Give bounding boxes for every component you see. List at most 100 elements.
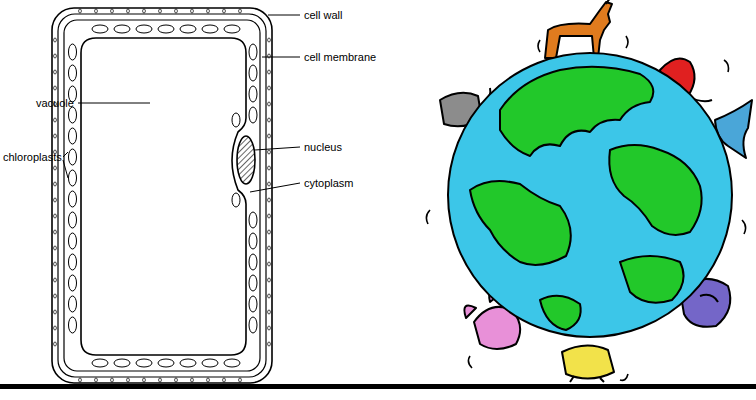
- vacuole-outline: [81, 38, 246, 355]
- wall-speck: [268, 134, 271, 138]
- chloroplast: [232, 193, 240, 207]
- wall-speck: [143, 9, 146, 13]
- wall-speck: [54, 214, 57, 218]
- wall-speck: [54, 54, 57, 58]
- wall-speck: [159, 378, 162, 382]
- wall-speck: [191, 378, 194, 382]
- chloroplast: [114, 359, 130, 367]
- wall-speck: [239, 9, 242, 13]
- wall-speck: [268, 214, 271, 218]
- chloroplast: [249, 86, 257, 102]
- wall-speck: [127, 9, 130, 13]
- yellow-creature: [562, 345, 614, 382]
- wall-speck: [54, 310, 57, 314]
- leader-lines: [63, 15, 300, 192]
- leader-line: [78, 103, 150, 104]
- chloroplast: [249, 296, 257, 312]
- chloroplast: [69, 296, 77, 312]
- chloroplast: [92, 359, 108, 367]
- wall-speck: [54, 230, 57, 234]
- wall-speck: [79, 9, 82, 13]
- chloroplast: [249, 212, 257, 228]
- chloroplast: [249, 254, 257, 270]
- chloroplast: [224, 359, 240, 367]
- wall-speck: [268, 102, 271, 106]
- wall-speck: [143, 378, 146, 382]
- wall-speck: [239, 378, 242, 382]
- wall-speck: [207, 378, 210, 382]
- wall-speck: [175, 9, 178, 13]
- chloroplast: [202, 25, 218, 33]
- chloroplast: [249, 275, 257, 291]
- wall-speck: [127, 378, 130, 382]
- bottom-rule: [0, 384, 756, 389]
- wall-speck: [54, 118, 57, 122]
- chloroplast: [136, 25, 152, 33]
- wall-speck: [54, 86, 57, 90]
- chloroplast: [180, 359, 196, 367]
- leader-line: [63, 152, 68, 157]
- chloroplast: [92, 25, 108, 33]
- part-label: nucleus: [304, 141, 342, 154]
- chloroplast: [158, 359, 174, 367]
- leader-line: [268, 15, 300, 16]
- wall-speck: [111, 378, 114, 382]
- leader-line: [250, 183, 300, 192]
- wall-speck: [54, 70, 57, 74]
- wall-speck: [268, 118, 271, 122]
- wall-speck: [54, 134, 57, 138]
- wall-speck: [268, 310, 271, 314]
- chloroplast: [136, 359, 152, 367]
- wall-speck: [159, 9, 162, 13]
- wall-speck: [268, 246, 271, 250]
- chloroplast: [69, 275, 77, 291]
- chloroplast: [249, 65, 257, 81]
- wall-speck: [268, 70, 271, 74]
- wall-speck: [268, 342, 271, 346]
- chloroplast: [69, 65, 77, 81]
- wall-speck: [79, 378, 82, 382]
- chloroplast: [69, 317, 77, 333]
- continents: [470, 67, 702, 330]
- part-label: cell wall: [304, 9, 343, 22]
- chloroplast: [69, 149, 77, 165]
- chloroplast: [69, 128, 77, 144]
- plant-cell: [52, 8, 272, 383]
- wall-speck: [191, 9, 194, 13]
- wall-speck: [54, 294, 57, 298]
- deer: [545, 0, 612, 58]
- chloroplast: [249, 317, 257, 333]
- chloroplast: [202, 359, 218, 367]
- wall-speck: [268, 230, 271, 234]
- part-label: vacuole: [36, 97, 74, 110]
- wall-speck: [268, 182, 271, 186]
- wall-speck: [175, 378, 178, 382]
- chloroplast: [180, 25, 196, 33]
- chloroplast: [69, 233, 77, 249]
- chloroplast: [249, 233, 257, 249]
- part-label: cell membrane: [304, 51, 376, 64]
- wall-speck: [54, 342, 57, 346]
- chloroplast-group: [69, 25, 258, 367]
- wall-speck: [268, 166, 271, 170]
- wall-speck: [268, 150, 271, 154]
- chloroplast: [249, 44, 257, 60]
- chloroplast: [69, 44, 77, 60]
- chloroplast: [249, 107, 257, 123]
- part-label: chloroplasts: [3, 151, 62, 164]
- chloroplast: [232, 113, 240, 127]
- wall-speck: [268, 198, 271, 202]
- wall-speck: [268, 278, 271, 282]
- wall-speck: [54, 182, 57, 186]
- wall-speck: [54, 246, 57, 250]
- globe-cartoon: [426, 0, 752, 382]
- wall-speck: [268, 38, 271, 42]
- motion-marks: [426, 36, 745, 380]
- chloroplast: [69, 107, 77, 123]
- wall-speck: [95, 9, 98, 13]
- nucleus-shape: [237, 136, 255, 184]
- wall-speck: [54, 262, 57, 266]
- leader-line: [63, 160, 68, 178]
- globe: [448, 53, 732, 337]
